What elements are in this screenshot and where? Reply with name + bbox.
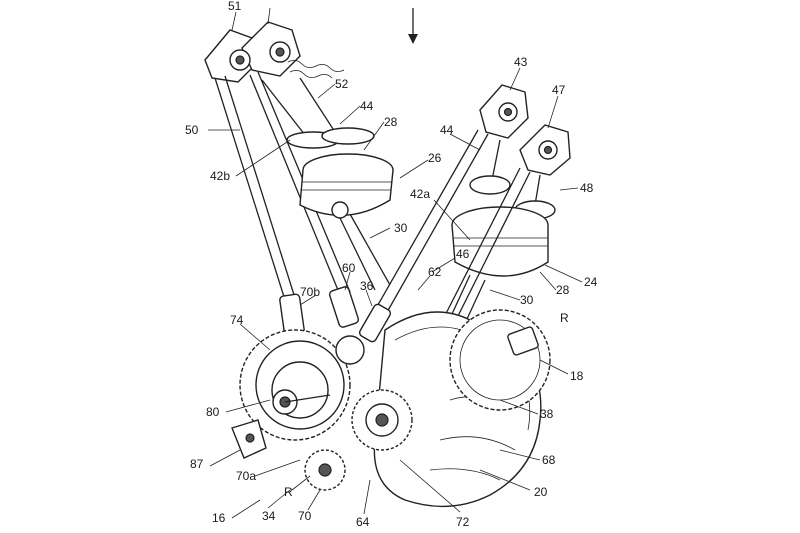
label-36: 36 xyxy=(360,279,374,293)
front-rocker-arms xyxy=(479,84,571,176)
label-16: 16 xyxy=(212,511,226,525)
label-26: 26 xyxy=(428,151,442,165)
label-38: 38 xyxy=(540,407,554,421)
crank-gear xyxy=(449,309,551,411)
rear-rocker-arms xyxy=(204,21,345,83)
label-43: 43 xyxy=(514,55,528,69)
label-74: 74 xyxy=(230,313,244,327)
label-R-bottom: R xyxy=(284,485,293,499)
label-46: 46 xyxy=(456,247,470,261)
label-64: 64 xyxy=(356,515,370,529)
label-R-top: R xyxy=(560,311,569,325)
cam-gear-assembly xyxy=(231,329,351,459)
label-60: 60 xyxy=(342,261,356,275)
part-labels: 51 52 44 28 50 42b 26 42a 30 43 47 44 48… xyxy=(185,0,598,529)
label-28-front: 28 xyxy=(556,283,570,297)
label-80: 80 xyxy=(206,405,220,419)
label-70a: 70a xyxy=(236,469,256,483)
label-20: 20 xyxy=(534,485,548,499)
label-52: 52 xyxy=(335,77,349,91)
front-piston xyxy=(439,206,549,346)
label-50: 50 xyxy=(185,123,199,137)
label-70b: 70b xyxy=(300,285,320,299)
label-51: 51 xyxy=(228,0,242,13)
label-24: 24 xyxy=(584,275,598,289)
label-44-front: 44 xyxy=(440,123,454,137)
label-42b: 42b xyxy=(210,169,230,183)
rear-piston xyxy=(299,153,394,291)
label-34: 34 xyxy=(262,509,276,523)
label-28-rear: 28 xyxy=(384,115,398,129)
label-68: 68 xyxy=(542,453,556,467)
label-70: 70 xyxy=(298,509,312,523)
label-87: 87 xyxy=(190,457,204,471)
leader-lines xyxy=(208,7,583,519)
label-44-rear: 44 xyxy=(360,99,374,113)
label-47: 47 xyxy=(552,83,566,97)
label-72: 72 xyxy=(456,515,470,529)
arrow-down-icon xyxy=(408,8,418,44)
label-18: 18 xyxy=(570,369,584,383)
label-48: 48 xyxy=(580,181,594,195)
label-30-front: 30 xyxy=(520,293,534,307)
label-62: 62 xyxy=(428,265,442,279)
label-42a: 42a xyxy=(410,187,430,201)
rear-valves xyxy=(261,77,375,149)
idler-gears xyxy=(304,335,413,491)
label-30-rear: 30 xyxy=(394,221,408,235)
